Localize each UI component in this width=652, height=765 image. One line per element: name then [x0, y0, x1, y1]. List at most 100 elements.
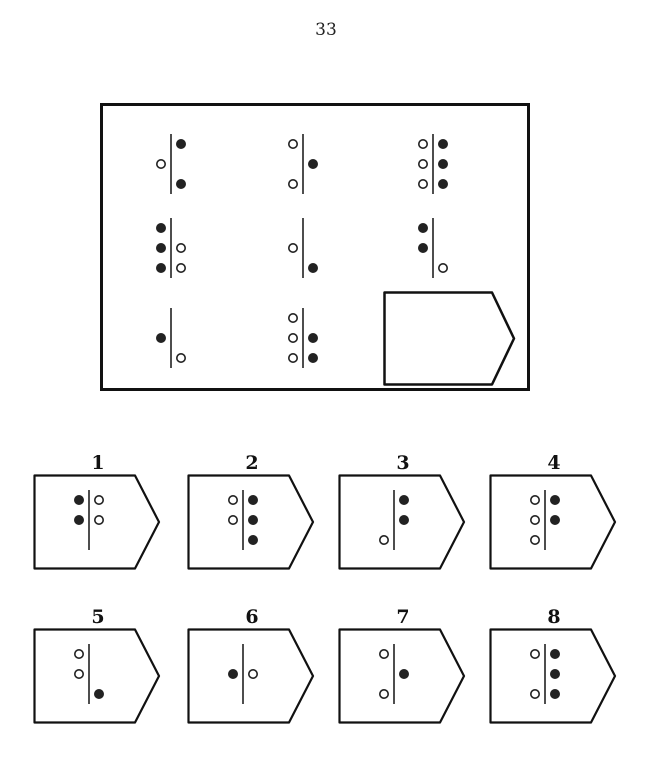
option-shape — [33, 474, 161, 570]
filled-dot-icon — [156, 332, 166, 343]
filled-dot-icon — [307, 352, 318, 363]
option-figure — [338, 628, 468, 724]
page-number: 33 — [315, 20, 337, 40]
option-5[interactable]: 5 — [33, 606, 163, 730]
filled-dot-icon — [418, 242, 428, 253]
matrix-cell-4 — [151, 218, 191, 278]
option-shape — [187, 628, 315, 724]
open-dot-icon — [227, 494, 238, 505]
option-label: 7 — [396, 606, 410, 628]
cell-figure — [288, 308, 318, 368]
open-dot-icon — [93, 514, 104, 525]
filled-dot-icon — [227, 668, 238, 679]
open-dot-icon — [247, 668, 258, 679]
matrix-cell-5 — [283, 218, 323, 278]
option-1[interactable]: 1 — [33, 452, 163, 576]
option-shape — [338, 474, 466, 570]
open-dot-icon — [529, 688, 540, 699]
open-dot-icon — [418, 158, 428, 169]
option-shape — [187, 474, 315, 570]
filled-dot-icon — [549, 668, 560, 679]
option-2[interactable]: 2 — [187, 452, 317, 576]
open-dot-icon — [175, 262, 186, 273]
option-figure — [338, 474, 468, 570]
matrix-cell-2 — [283, 134, 323, 194]
open-dot-icon — [288, 332, 298, 343]
option-figure — [187, 628, 317, 724]
blank-pentagon-icon — [383, 291, 519, 386]
open-dot-icon — [73, 668, 84, 679]
option-7[interactable]: 7 — [338, 606, 468, 730]
filled-dot-icon — [437, 158, 448, 169]
filled-dot-icon — [549, 514, 560, 525]
open-dot-icon — [529, 494, 540, 505]
option-8[interactable]: 8 — [489, 606, 619, 730]
filled-dot-icon — [247, 514, 258, 525]
open-dot-icon — [73, 648, 84, 659]
open-dot-icon — [288, 352, 298, 363]
option-6[interactable]: 6 — [187, 606, 317, 730]
option-figure — [33, 474, 163, 570]
open-dot-icon — [227, 514, 238, 525]
filled-dot-icon — [437, 178, 448, 189]
matrix-cell-6 — [413, 218, 453, 278]
option-shape — [338, 628, 466, 724]
cell-figure — [156, 308, 186, 368]
open-dot-icon — [288, 242, 298, 253]
filled-dot-icon — [437, 139, 448, 149]
cell-figure — [288, 134, 318, 194]
option-shape — [33, 628, 161, 724]
filled-dot-icon — [73, 494, 84, 505]
open-dot-icon — [529, 514, 540, 525]
filled-dot-icon — [398, 494, 409, 505]
filled-dot-icon — [307, 262, 318, 273]
open-dot-icon — [288, 139, 298, 149]
filled-dot-icon — [156, 242, 166, 253]
filled-dot-icon — [307, 158, 318, 169]
option-label: 2 — [245, 452, 259, 474]
option-figure — [489, 628, 619, 724]
filled-dot-icon — [549, 494, 560, 505]
open-dot-icon — [418, 178, 428, 189]
option-4[interactable]: 4 — [489, 452, 619, 576]
option-3[interactable]: 3 — [338, 452, 468, 576]
option-shape — [489, 474, 617, 570]
matrix-cell-3 — [413, 134, 453, 194]
option-shape — [489, 628, 617, 724]
filled-dot-icon — [398, 668, 409, 679]
option-label: 6 — [245, 606, 259, 628]
matrix-cell-8 — [283, 308, 323, 368]
cell-figure — [156, 134, 186, 194]
open-dot-icon — [529, 648, 540, 659]
option-figure — [187, 474, 317, 570]
cell-figure — [288, 218, 318, 278]
option-label: 4 — [547, 452, 561, 474]
puzzle-matrix — [100, 103, 530, 391]
option-label: 1 — [91, 452, 105, 474]
open-dot-icon — [378, 688, 389, 699]
filled-dot-icon — [549, 648, 560, 659]
matrix-cell-1 — [151, 134, 191, 194]
filled-dot-icon — [418, 223, 428, 233]
open-dot-icon — [288, 313, 298, 323]
filled-dot-icon — [156, 223, 166, 233]
open-dot-icon — [175, 242, 186, 253]
option-figure — [33, 628, 163, 724]
open-dot-icon — [378, 534, 389, 545]
cell-figure — [418, 134, 448, 194]
open-dot-icon — [175, 352, 186, 363]
open-dot-icon — [93, 494, 104, 505]
filled-dot-icon — [247, 534, 258, 545]
filled-dot-icon — [307, 332, 318, 343]
cell-figure — [156, 218, 186, 278]
filled-dot-icon — [73, 514, 84, 525]
filled-dot-icon — [93, 688, 104, 699]
filled-dot-icon — [398, 514, 409, 525]
open-dot-icon — [378, 648, 389, 659]
option-figure — [489, 474, 619, 570]
matrix-cell-7 — [151, 308, 191, 368]
open-dot-icon — [529, 534, 540, 545]
open-dot-icon — [437, 262, 448, 273]
pentagon-frame-icon — [33, 628, 161, 724]
open-dot-icon — [418, 139, 428, 149]
